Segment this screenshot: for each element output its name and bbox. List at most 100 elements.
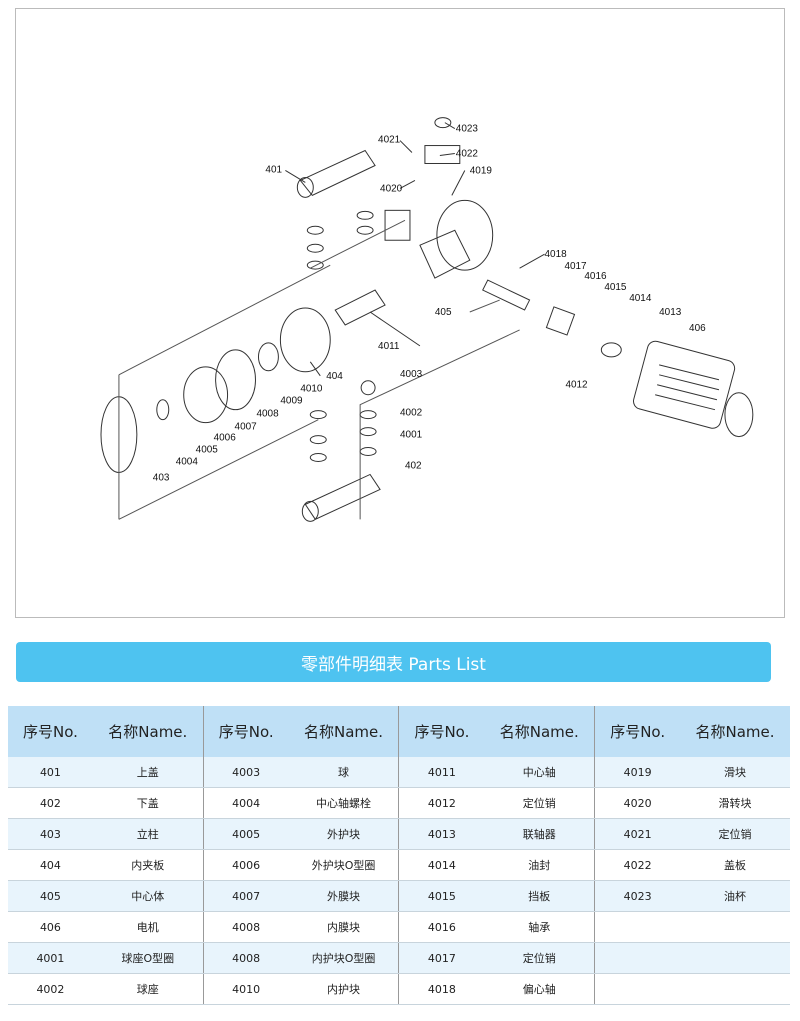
- callout-label: 4023: [456, 124, 479, 135]
- part-no: 4001: [8, 942, 93, 974]
- header-no: 序号No.: [594, 706, 681, 757]
- part-no: 4007: [202, 880, 289, 912]
- part-no: 4014: [398, 849, 485, 881]
- part-no: 4012: [398, 787, 485, 819]
- callout-label: 4006: [214, 433, 237, 444]
- header-name: 名称Name.: [680, 706, 790, 757]
- part-name: 中心体: [92, 880, 204, 912]
- part-name: 电机: [92, 911, 204, 943]
- part-no: 4020: [594, 787, 681, 819]
- callout-label: 4012: [565, 380, 588, 391]
- part-no: 4019: [594, 757, 681, 788]
- callout-label: 4022: [456, 149, 479, 160]
- top-manifold: [299, 149, 376, 197]
- part-name: 外膜块: [288, 880, 399, 912]
- callout-label: 4017: [564, 261, 587, 272]
- part-no: 403: [8, 818, 93, 850]
- part-no: 4017: [398, 942, 485, 974]
- part-no: 401: [8, 757, 93, 788]
- callout-label: 4015: [604, 282, 627, 293]
- part-name: 内膜块: [288, 911, 399, 943]
- part-no: 405: [8, 880, 93, 912]
- header-name: 名称Name.: [288, 706, 399, 757]
- part-name: 球: [288, 757, 399, 788]
- callout-label: 4009: [280, 396, 303, 407]
- part-name: 滑转块: [680, 787, 790, 819]
- part-name: 油封: [484, 849, 595, 881]
- part-no: [594, 911, 681, 943]
- part-no: 4010: [202, 973, 289, 1005]
- part-name: 外护块O型圈: [288, 849, 399, 881]
- part-no: 404: [8, 849, 93, 881]
- header-no: 序号No.: [202, 706, 289, 757]
- callout-label: 4021: [378, 135, 401, 146]
- part-name: 滑块: [680, 757, 790, 788]
- part-name: 内护块: [288, 973, 399, 1005]
- callout-label: 4016: [584, 271, 607, 282]
- part-no: 4008: [202, 911, 289, 943]
- callout-label: 4004: [176, 457, 199, 468]
- part-name: 偏心轴: [484, 973, 595, 1005]
- part-name: 定位销: [484, 942, 595, 974]
- callout-label: 4007: [235, 422, 258, 433]
- part-no: 4016: [398, 911, 485, 943]
- part-no: 4005: [202, 818, 289, 850]
- part-no: 4006: [202, 849, 289, 881]
- part-name: 油杯: [680, 880, 790, 912]
- part-name: 上盖: [92, 757, 204, 788]
- callout-label: 404: [326, 371, 343, 382]
- callout-label: 405: [435, 307, 452, 318]
- part-no: 4013: [398, 818, 485, 850]
- part-no: 4008: [202, 942, 289, 974]
- callout-label: 4002: [400, 408, 423, 419]
- callout-label: 4001: [400, 430, 423, 441]
- part-name: 挡板: [484, 880, 595, 912]
- part-name: [680, 942, 790, 974]
- callout-label: 402: [405, 460, 422, 471]
- center-body: [436, 199, 494, 271]
- part-no: 4018: [398, 973, 485, 1005]
- part-no: 4021: [594, 818, 681, 850]
- callout-label: 401: [265, 164, 282, 175]
- callout-label: 4003: [400, 369, 423, 380]
- part-no: 406: [8, 911, 93, 943]
- part-name: 立柱: [92, 818, 204, 850]
- pump-exploded-view: 4014021402340224020401940184017401640154…: [100, 117, 754, 522]
- header-no: 序号No.: [398, 706, 485, 757]
- part-name: 球座: [92, 973, 204, 1005]
- part-name: 中心轴螺栓: [288, 787, 399, 819]
- part-no: 402: [8, 787, 93, 819]
- part-no: 4004: [202, 787, 289, 819]
- header-name: 名称Name.: [484, 706, 595, 757]
- part-name: [680, 911, 790, 943]
- part-no: 4023: [594, 880, 681, 912]
- part-no: 4022: [594, 849, 681, 881]
- part-no: 4002: [8, 973, 93, 1005]
- motor: [633, 340, 736, 429]
- parts-table: 序号No.名称Name.序号No.名称Name.序号No.名称Name.序号No…: [8, 706, 790, 1005]
- part-name: 下盖: [92, 787, 204, 819]
- part-name: 内护块O型圈: [288, 942, 399, 974]
- callout-label: 406: [689, 323, 706, 334]
- callout-label: 403: [153, 472, 170, 483]
- part-no: 4011: [398, 757, 485, 788]
- callout-label: 4019: [470, 165, 493, 176]
- part-no: [594, 973, 681, 1005]
- part-name: 定位销: [484, 787, 595, 819]
- callout-label: 4010: [300, 384, 323, 395]
- callout-label: 4011: [378, 341, 400, 352]
- part-name: 外护块: [288, 818, 399, 850]
- part-name: 中心轴: [484, 757, 595, 788]
- callout-label: 4018: [545, 249, 568, 260]
- header-name: 名称Name.: [92, 706, 204, 757]
- part-no: 4015: [398, 880, 485, 912]
- parts-list-title: 零部件明细表 Parts List: [16, 642, 771, 682]
- part-name: 定位销: [680, 818, 790, 850]
